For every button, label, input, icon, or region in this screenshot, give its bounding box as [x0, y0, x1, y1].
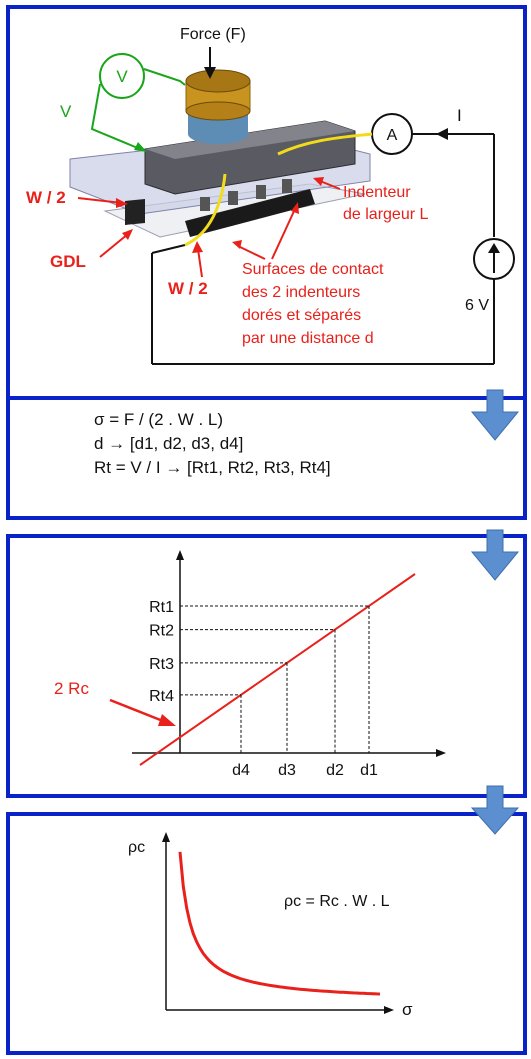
contact-label-line3: dorés et séparés [242, 307, 361, 324]
voltmeter-wire-label: V [60, 102, 72, 121]
x-axis-arrow-icon [384, 1006, 394, 1014]
source-label: 6 V [465, 297, 489, 314]
force-label: Force (F) [180, 26, 246, 43]
y-tick-label: Rt1 [149, 599, 174, 616]
gdl-label: GDL [50, 252, 86, 271]
voltmeter-symbol: V [116, 67, 128, 86]
x-axis-arrow-icon [436, 749, 446, 757]
gold-wire-left [184, 173, 227, 247]
y-tick-label: Rt3 [149, 656, 174, 673]
x-tick-label: d1 [360, 762, 378, 779]
half-width-bottom-label: W / 2 [168, 279, 208, 298]
series-line [139, 573, 416, 766]
contact-label-line1: Surfaces de contact [242, 261, 384, 278]
indenter-label-line2: de largeur L [343, 206, 428, 223]
decay-curve [178, 851, 381, 996]
intercept-arrow [109, 698, 169, 725]
resistance-chart-panel: d4 Rt4 d3 Rt3 d2 Rt2 d1 Rt1 2 Rc [6, 534, 527, 798]
y-tick-label: Rt4 [149, 688, 174, 705]
half-width-top-label: W / 2 [26, 188, 66, 207]
y-axis-arrow-icon [162, 832, 170, 842]
gold-wire-right [277, 132, 373, 156]
indenter-pair [185, 189, 315, 237]
contact-label-line2: des 2 indenteurs [242, 284, 360, 301]
y-axis-arrow-icon [176, 550, 184, 560]
current-arrow-icon [436, 128, 448, 140]
formula-resistance: Rt = V / I → [Rt1, Rt2, Rt3, Rt4] [94, 458, 331, 477]
ammeter-symbol: A [387, 127, 398, 144]
relation-label: ρc = Rc . W . L [284, 893, 390, 910]
x-tick-label: d2 [326, 762, 344, 779]
x-tick-label: d3 [278, 762, 296, 779]
current-label: I [457, 106, 462, 125]
formula-stress: σ = F / (2 . W . L) [94, 410, 224, 429]
force-arrow-icon [204, 67, 216, 79]
x-axis-label: σ [402, 1000, 413, 1019]
indenter-label-line1: Indenteur [343, 184, 411, 201]
resistivity-stress-chart: ρc σ ρc = Rc . W . L [128, 832, 413, 1019]
resistivity-chart-panel: ρc σ ρc = Rc . W . L [6, 812, 527, 1055]
setup-panel: I A 6 V Force (F) [6, 5, 527, 406]
x-tick-label: d4 [232, 762, 250, 779]
voltmeter-icon [99, 53, 145, 99]
contact-label-line4: par une distance d [242, 330, 374, 347]
intercept-arrow-icon [158, 714, 176, 726]
resistance-distance-chart: d4 Rt4 d3 Rt3 d2 Rt2 d1 Rt1 2 Rc [54, 550, 446, 779]
formula-distance: d → [d1, d2, d3, d4] [94, 434, 244, 453]
y-tick-label: Rt2 [149, 623, 174, 640]
formula-panel: σ = F / (2 . W . L) d → [d1, d2, d3, d4]… [6, 396, 527, 520]
y-axis-label: ρc [128, 839, 145, 856]
setup-diagram: I A 6 V Force (F) [26, 26, 515, 365]
circuit-wires [151, 133, 495, 365]
intercept-label: 2 Rc [54, 679, 89, 698]
